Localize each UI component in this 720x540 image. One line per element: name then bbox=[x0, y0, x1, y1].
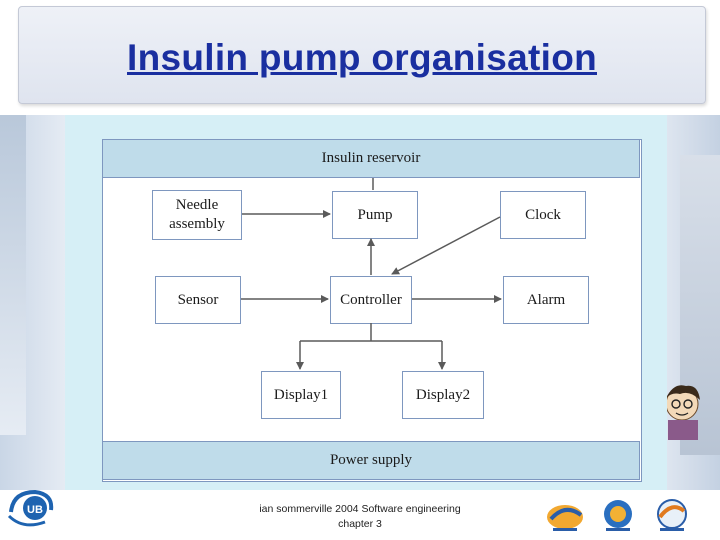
pump-node: Pump bbox=[332, 191, 418, 239]
display2-node: Display2 bbox=[402, 371, 484, 419]
partner-logo-1-icon bbox=[547, 505, 583, 531]
display1-node: Display1 bbox=[261, 371, 341, 419]
controller-node: Controller bbox=[330, 276, 412, 324]
power-supply-band: Power supply bbox=[102, 441, 640, 480]
slide-title: Insulin pump organisation bbox=[127, 37, 597, 78]
pump-label: Pump bbox=[357, 206, 393, 223]
slide-footer: ian sommerville 2004 Software engineerin… bbox=[259, 503, 461, 530]
partner-logo-2-icon bbox=[604, 500, 632, 531]
display2-label: Display2 bbox=[415, 386, 471, 403]
alarm-node: Alarm bbox=[503, 276, 589, 324]
power-supply-label: Power supply bbox=[329, 452, 413, 468]
controller-label: Controller bbox=[340, 291, 402, 308]
sensor-label: Sensor bbox=[177, 291, 219, 308]
insulin-reservoir-label: Insulin reservoir bbox=[321, 150, 421, 166]
cartoon-character-icon bbox=[665, 385, 700, 440]
left-decor-strip bbox=[0, 115, 26, 435]
needle-label-line1: Needle bbox=[175, 197, 219, 214]
clock-node: Clock bbox=[500, 191, 586, 239]
needle-assembly-node: Needle assembly bbox=[152, 190, 242, 240]
clock-label: Clock bbox=[525, 206, 561, 223]
ub-logo-icon: UB bbox=[7, 489, 54, 527]
partner-logo-3-icon bbox=[657, 499, 687, 531]
display1-label: Display1 bbox=[273, 386, 329, 403]
title-box: Insulin pump organisation bbox=[18, 6, 706, 104]
alarm-label: Alarm bbox=[526, 291, 566, 308]
ub-logo-text: UB bbox=[27, 504, 43, 516]
sensor-node: Sensor bbox=[155, 276, 241, 324]
insulin-reservoir-band: Insulin reservoir bbox=[102, 139, 640, 178]
needle-label-line2: assembly bbox=[169, 216, 225, 232]
